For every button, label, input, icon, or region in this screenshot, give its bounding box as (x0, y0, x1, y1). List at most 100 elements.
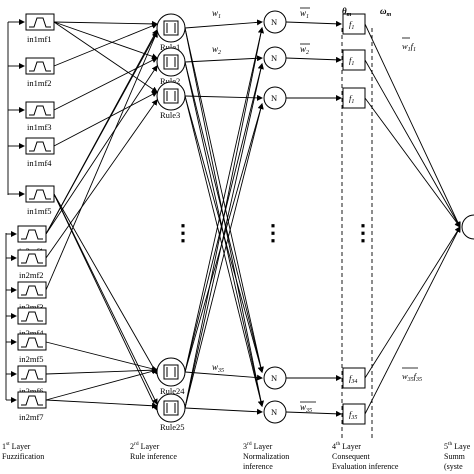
connection-line (53, 23, 158, 67)
connection-line (285, 56, 342, 63)
connection-line (364, 97, 461, 228)
consequent-label: f1 (349, 19, 354, 31)
mf-label: in2mf3 (19, 302, 44, 312)
norm-node-2: N (263, 46, 287, 70)
layer-title: 3rd Layer (243, 441, 273, 451)
weight-label-3: w35 (212, 362, 224, 374)
connection-line (184, 103, 264, 409)
ellipsis-consequent: ⋮ (352, 220, 374, 245)
norm-node-label: N (271, 53, 277, 63)
layer-subtitle: Rule inference (130, 452, 177, 461)
connection-line (285, 20, 342, 27)
layer-title: 2rd Layer (130, 441, 160, 451)
mf-label: in1mf3 (27, 122, 52, 132)
connection-line (53, 193, 158, 405)
weight-labels: w1 w2 w35 w1 w2 w35 (212, 7, 316, 414)
mf-node-in1mf1: in1mf1 (25, 13, 55, 44)
connection-line (364, 226, 461, 415)
layer-subtitle-2: (syste (444, 462, 463, 471)
connection-line (184, 371, 263, 381)
connection-line (45, 399, 158, 409)
rule-node-4: Rule24 (156, 357, 186, 396)
norm-weight-label-3: w35 (300, 402, 312, 414)
rule-node-5: Rule25 (156, 393, 186, 432)
connection-line (45, 29, 158, 235)
connection-line (45, 31, 158, 291)
connection-line (184, 94, 263, 101)
rule-node-3: Rule3 (156, 81, 186, 120)
mf-node-in2mf5: in2mf5 (17, 333, 47, 364)
layer-subtitle-2: Evaluation inference (332, 462, 399, 471)
mf-label: in2mf2 (19, 270, 44, 280)
mf-node-in2mf6: in2mf6 (17, 365, 47, 396)
mf-label: in2mf4 (19, 328, 44, 338)
connection-line (53, 57, 158, 111)
input1-membership-functions: in1mf1 in1mf2 in1mf3 in1mf4 in1mf5 (25, 13, 55, 216)
consequent-label: f34 (349, 373, 357, 385)
connection-line (184, 19, 263, 29)
connection-line (53, 21, 158, 60)
mf-label: in2mf6 (19, 386, 44, 396)
norm-node-3: N (263, 86, 287, 110)
connection-line (45, 367, 158, 375)
mf-label: in2mf5 (19, 354, 44, 364)
norm-weight-label-2: w2 (300, 44, 309, 56)
norm-node-label: N (271, 17, 277, 27)
weight-label-2: w2 (212, 44, 221, 56)
norm-node-5: N (263, 400, 287, 424)
layer-title: 4th Layer (332, 441, 361, 451)
rule-label: Rule2 (160, 76, 180, 86)
mf-node-in2mf2: in2mf2 (17, 249, 47, 280)
rule-label: Rule25 (160, 422, 185, 432)
mf-label: in1mf5 (27, 206, 52, 216)
connection-line (53, 20, 158, 27)
layer-subtitle: Fuzzification (2, 452, 44, 461)
normalization-nodes: N N N N N (263, 10, 287, 424)
norm-node-label: N (271, 407, 277, 417)
consequent-label: f35 (349, 409, 357, 421)
consequent-node-5: f35 (342, 403, 366, 425)
output-term-1: w1f1 (402, 41, 416, 53)
connection-line (364, 226, 461, 379)
connection-line (184, 95, 264, 407)
theta-label: θm (342, 6, 352, 18)
rule-node-1: Rule1 (156, 13, 186, 52)
mf-node-in1mf3: in1mf3 (25, 101, 55, 132)
layer-title: 1st Layer (2, 441, 31, 451)
connection-line (45, 99, 158, 259)
norm-weight-label-1: w1 (300, 8, 309, 20)
connection-line (45, 368, 158, 401)
mf-label: in1mf2 (27, 78, 52, 88)
weight-label-1: w1 (212, 8, 221, 20)
layer-subtitle-2: inference (243, 462, 273, 471)
consequent-node-3: f1 (342, 87, 366, 109)
rule-node-2: Rule2 (156, 47, 186, 86)
mf-node-in1mf5: in1mf5 (25, 185, 55, 216)
consequent-node-1: f1 (342, 13, 366, 35)
connection-lines (5, 19, 461, 417)
mf-label: in1mf4 (27, 158, 52, 168)
norm-node-1: N (263, 10, 287, 34)
norm-node-label: N (271, 373, 277, 383)
summation-node (461, 214, 474, 240)
consequent-label: f1 (349, 55, 354, 67)
connection-line (364, 23, 461, 228)
mf-node-in2mf7: in2mf7 (17, 391, 47, 422)
layer-subtitle: Normalization (243, 452, 289, 461)
rule-label: Rule24 (160, 386, 185, 396)
consequent-node-2: f1 (342, 49, 366, 71)
connection-line (53, 193, 158, 375)
ellipsis-marks: ⋮ ⋮ ⋮ (172, 220, 374, 245)
layer-subtitle: Summ (444, 452, 466, 461)
consequent-nodes: f1 f1 f1 f34 f35 (342, 13, 366, 425)
mf-label: in2mf7 (19, 412, 44, 422)
mf-label: in1mf1 (27, 34, 52, 44)
connection-line (53, 21, 158, 93)
input2-membership-functions: in2mf1in2mf2in2mf3in2mf4in2mf5in2mf6in2m… (17, 225, 47, 422)
connection-line (53, 91, 158, 147)
connection-line (184, 27, 264, 409)
omega-label: ωm (380, 6, 392, 18)
